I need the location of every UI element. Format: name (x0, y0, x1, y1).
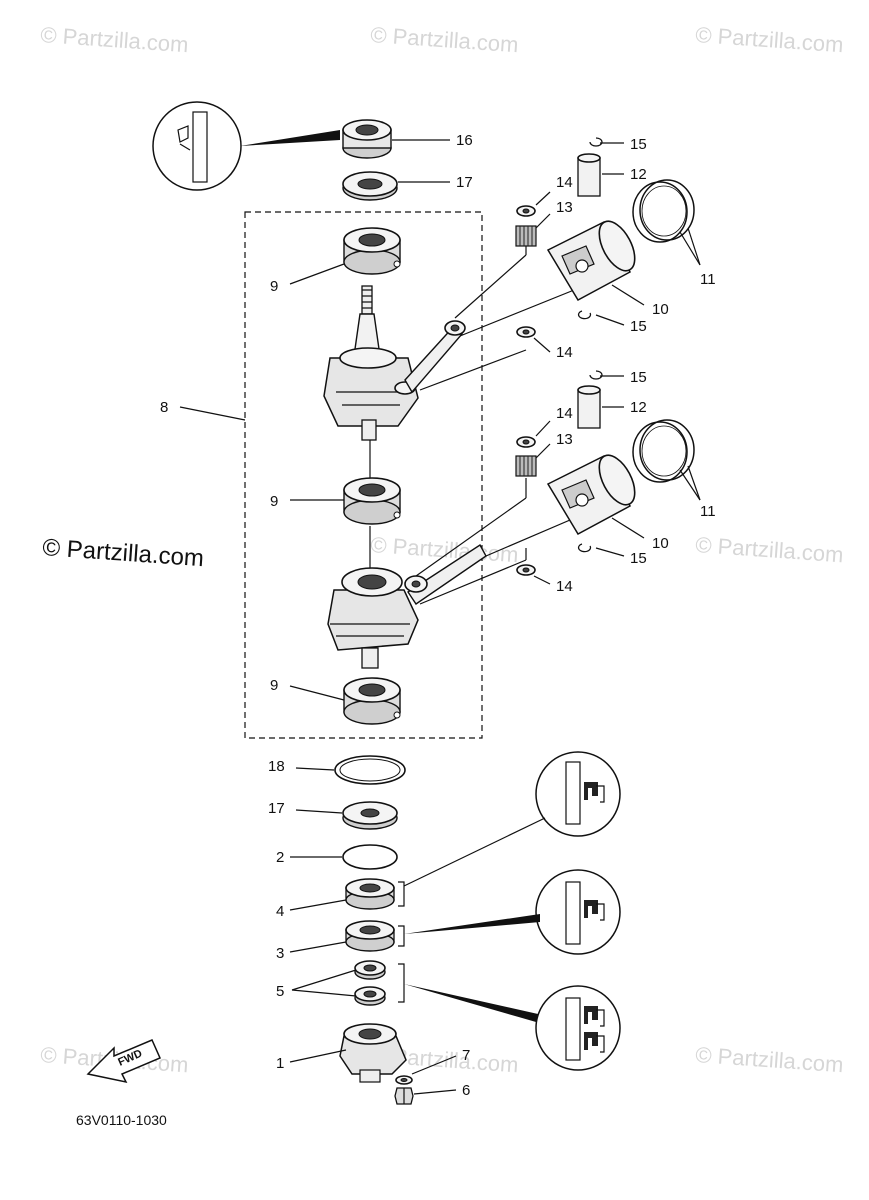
part-10-piston-a (546, 220, 636, 301)
callout-14-d: 14 (556, 578, 573, 595)
watermark-mid-center: © Partzilla.com (370, 532, 520, 567)
part-5-seal-lower (354, 986, 386, 1006)
part-6-bolt (394, 1087, 414, 1105)
callout-18: 18 (268, 758, 285, 775)
part-13-needle-bearing-a (515, 225, 537, 247)
watermark-top-right: © Partzilla.com (695, 22, 845, 57)
part-10-piston-b (546, 454, 636, 535)
part-12-piston-pin-b (577, 385, 601, 429)
callout-16: 16 (456, 132, 473, 149)
part-17-bottom-housing (342, 801, 398, 830)
part-9-bearing-bottom (343, 677, 401, 725)
callout-2: 2 (276, 849, 284, 866)
detail-circle-seal-5 (535, 985, 621, 1071)
part-connecting-rod-lower (404, 543, 487, 605)
part-15-clip-a (589, 137, 603, 147)
callout-12-a: 12 (630, 166, 647, 183)
part-11-piston-rings-a (632, 179, 695, 243)
part-1-lower-housing (339, 1023, 407, 1083)
callout-15-d: 15 (630, 550, 647, 567)
part-9-bearing-middle (343, 477, 401, 525)
diagram-code: 63V0110-1030 (76, 1112, 167, 1128)
callout-12-b: 12 (630, 399, 647, 416)
callout-8: 8 (160, 399, 168, 416)
part-11-piston-rings-b (632, 419, 695, 483)
part-12-piston-pin-a (577, 153, 601, 197)
part-18-gasket (334, 755, 406, 785)
detail-circle-16 (152, 101, 340, 191)
callout-1: 1 (276, 1055, 284, 1072)
part-15-clip-c (589, 370, 603, 380)
callout-13-a: 13 (556, 199, 573, 216)
callout-15-c: 15 (630, 369, 647, 386)
callout-17-top: 17 (456, 174, 473, 191)
part-17-top-housing (342, 171, 398, 201)
watermark-bottom-right: © Partzilla.com (695, 1042, 845, 1077)
callout-9-top: 9 (270, 278, 278, 295)
watermark-mid-right: © Partzilla.com (695, 532, 845, 567)
part-connecting-rod-upper (404, 320, 466, 394)
crankshaft-assembly-box (244, 211, 483, 739)
part-9-bearing-top (343, 227, 401, 275)
callout-15-b: 15 (630, 318, 647, 335)
watermark-top-center: © Partzilla.com (370, 22, 520, 57)
part-3-oil-seal (345, 920, 395, 952)
part-7-washer (395, 1075, 413, 1085)
detail-circle-seal-4 (535, 751, 621, 837)
watermark-main: © Partzilla.com (42, 534, 205, 572)
part-15-clip-b (577, 310, 592, 320)
callout-11-b: 11 (700, 503, 716, 520)
callout-6: 6 (462, 1082, 470, 1099)
callout-5: 5 (276, 983, 284, 1000)
callout-14-b: 14 (556, 344, 573, 361)
callout-15-a: 15 (630, 136, 647, 153)
callout-9-middle: 9 (270, 493, 278, 510)
part-16-oil-seal (342, 119, 392, 159)
callout-4: 4 (276, 903, 284, 920)
callout-7: 7 (462, 1047, 470, 1064)
part-14-washer-b (516, 326, 536, 338)
callout-9-bottom: 9 (270, 677, 278, 694)
fwd-direction-arrow: FWD (86, 1039, 161, 1084)
part-2-o-ring (342, 844, 398, 870)
watermark-top-left: © Partzilla.com (40, 22, 190, 57)
callout-14-a: 14 (556, 174, 573, 191)
part-14-washer-a (516, 205, 536, 217)
part-8-crankshaft-lower (327, 567, 419, 669)
part-4-oil-seal (345, 878, 395, 910)
part-15-clip-d (577, 543, 592, 553)
part-13-needle-bearing-b (515, 455, 537, 477)
part-14-washer-c (516, 436, 536, 448)
callout-10-a: 10 (652, 301, 669, 318)
callout-14-c: 14 (556, 405, 573, 422)
callout-11-a: 11 (700, 271, 716, 288)
part-5-seal-upper (354, 960, 386, 980)
detail-circle-seal-3 (535, 869, 621, 955)
callout-13-b: 13 (556, 431, 573, 448)
part-8-crankshaft-upper (323, 285, 419, 441)
callout-17-bottom: 17 (268, 800, 285, 817)
callout-10-b: 10 (652, 535, 669, 552)
part-14-washer-d (516, 564, 536, 576)
callout-3: 3 (276, 945, 284, 962)
